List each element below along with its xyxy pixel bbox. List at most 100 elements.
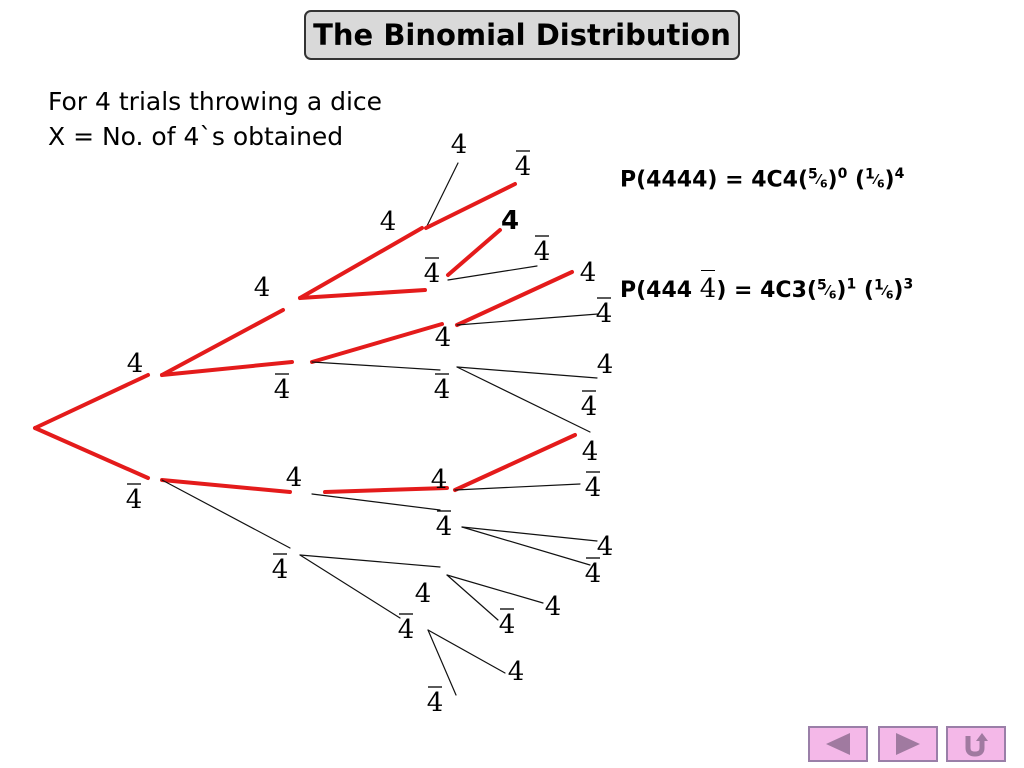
svg-text:4: 4: [424, 259, 441, 289]
highlighted-branch-16: [446, 228, 502, 277]
svg-text:4: 4: [596, 299, 613, 329]
node-four-6: 4: [380, 207, 397, 237]
node-not-four-11: 4: [436, 510, 453, 542]
next-slide-button[interactable]: [878, 726, 938, 762]
highlighted-branch-0: [33, 373, 150, 430]
node-not-four-15: 4: [515, 150, 531, 182]
tree-branch-9: [311, 361, 441, 371]
svg-text:4: 4: [582, 437, 599, 467]
formula1-exp1: 0: [837, 166, 848, 182]
formula1-exp2: 4: [894, 166, 905, 182]
svg-text:4: 4: [534, 237, 551, 267]
tree-branch-14: [425, 162, 459, 229]
formula2-mid3: ): [893, 278, 904, 303]
highlighted-branch-1: [33, 426, 150, 480]
svg-text:4: 4: [597, 350, 614, 380]
tree-branch-13: [299, 554, 401, 619]
formula2-c: 1: [873, 277, 884, 294]
highlighted-branch-18: [455, 270, 574, 327]
node-not-four-17: 4: [534, 235, 551, 267]
node-not-four-3: 4: [274, 373, 291, 405]
highlighted-branch-7: [298, 288, 427, 300]
tree-branch-26: [446, 574, 544, 604]
formula2-mid2: (: [856, 278, 874, 303]
node-not-four-23: 4: [585, 471, 601, 503]
svg-text:4: 4: [398, 615, 415, 645]
node-not-four-25: 4: [585, 557, 602, 589]
node-four-8: 4: [435, 323, 452, 353]
svg-text:4: 4: [274, 375, 291, 405]
previous-slide-button[interactable]: [808, 726, 868, 762]
node-not-four-29: 4: [427, 686, 444, 718]
node-four-12: 4: [415, 579, 432, 609]
node-not-four-27: 4: [499, 608, 516, 640]
node-not-four-21: 4: [581, 390, 597, 422]
node-four-14: 4: [451, 130, 468, 160]
highlighted-branch-2: [160, 308, 285, 377]
formula2-mid1: ): [836, 278, 847, 303]
intro-line-1: For 4 trials throwing a dice: [48, 87, 383, 116]
tree-branch-23: [454, 483, 581, 491]
svg-text:4: 4: [508, 657, 525, 687]
node-four-10: 4: [431, 465, 448, 495]
formula2-exp2: 3: [903, 276, 914, 293]
svg-text:4: 4: [431, 465, 448, 495]
tree-branch-5: [161, 479, 291, 549]
formula1-c: 1: [865, 167, 875, 183]
svg-text:4: 4: [272, 555, 289, 585]
node-four-24: 4: [597, 532, 614, 562]
svg-text:4: 4: [451, 130, 468, 160]
svg-text:4: 4: [597, 532, 614, 562]
svg-text:4: 4: [501, 206, 519, 236]
node-four-28: 4: [508, 657, 525, 687]
highlighted-branch-22: [453, 433, 577, 492]
page-title: The Binomial Distribution: [304, 10, 740, 60]
node-not-four-13: 4: [398, 613, 415, 645]
highlighted-branch-8: [310, 322, 444, 364]
node-four-2: 4: [254, 273, 271, 303]
svg-text:4: 4: [415, 579, 432, 609]
node-not-four-19: 4: [596, 297, 613, 329]
highlighted-branch-3: [160, 360, 294, 377]
node-not-four-1: 4: [126, 483, 143, 515]
node-not-four-5: 4: [272, 553, 289, 585]
svg-text:4: 4: [585, 559, 602, 589]
svg-text:4: 4: [499, 610, 516, 640]
formula1-a: 5: [808, 167, 818, 183]
node-four-18: 4: [580, 258, 597, 288]
tree-branch-28: [427, 629, 506, 674]
formula2-exp1: 1: [846, 276, 857, 293]
formula2-lhs: P(444: [620, 278, 700, 303]
node-four-20: 4: [597, 350, 614, 380]
svg-text:4: 4: [427, 688, 444, 718]
highlighted-branch-4: [160, 478, 292, 494]
tree-branch-21: [456, 366, 591, 433]
highlighted-branch-6: [298, 226, 424, 300]
formula1-b: 6: [819, 177, 828, 191]
svg-text:4: 4: [126, 485, 143, 515]
node-four-16: 4: [501, 206, 519, 236]
node-four-22: 4: [582, 437, 599, 467]
formula2-d: 6: [885, 288, 894, 302]
node-not-four-7: 4: [424, 257, 441, 289]
svg-text:4: 4: [254, 273, 271, 303]
tree-branch-25: [461, 526, 591, 566]
svg-text:4: 4: [580, 258, 597, 288]
tree-branch-19: [456, 313, 599, 326]
svg-text:4: 4: [436, 512, 453, 542]
svg-text:4: 4: [545, 592, 562, 622]
intro-line-2: X = No. of 4`s obtained: [48, 122, 344, 151]
tree-branch-27: [446, 574, 499, 621]
tree-branch-11: [311, 493, 441, 511]
formula1-d: 6: [876, 177, 885, 191]
formula1-mid3: ): [884, 167, 895, 193]
formula-p4444: P(4444) = 4C4(5⁄6)0 (1⁄6)4: [620, 166, 905, 193]
node-not-four-9: 4: [434, 373, 450, 405]
formula2-not-four: 4: [699, 274, 717, 304]
formula-p444-not4: P(444 4) = 4C3(5⁄6)1 (1⁄6)3: [620, 274, 914, 304]
tree-branch-17: [447, 265, 538, 281]
formula1-mid1: ): [827, 167, 838, 193]
intro-text: For 4 trials throwing a dice X = No. of …: [48, 84, 382, 154]
return-button[interactable]: [946, 726, 1006, 762]
